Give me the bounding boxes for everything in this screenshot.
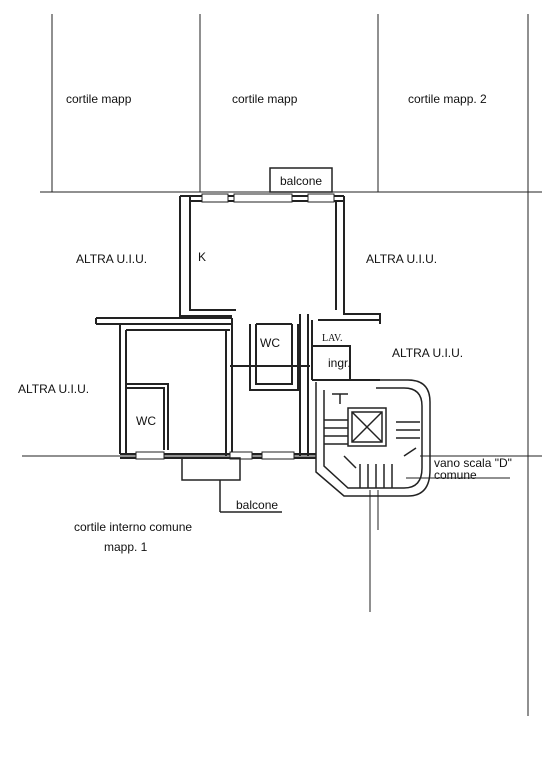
courtyard-mid-label: cortile mapp <box>232 92 298 106</box>
courtyard-left-label: cortile mapp <box>66 92 132 106</box>
balcony-bottom-label: balcone <box>236 498 279 512</box>
entrance-label: ingr. <box>328 356 351 370</box>
other-unit-top-right-label: ALTRA U.I.U. <box>366 252 438 266</box>
kitchen-label: K <box>198 250 207 264</box>
inner-courtyard-label-line1: cortile interno comune <box>74 520 193 534</box>
inner-courtyard-label-line2: mapp. 1 <box>104 540 148 554</box>
apartment-walls <box>95 195 381 459</box>
staircase <box>315 379 431 497</box>
other-unit-top-left-label: ALTRA U.I.U. <box>76 252 148 266</box>
windows <box>135 193 335 460</box>
other-unit-left-label: ALTRA U.I.U. <box>18 382 90 396</box>
balcony-top-label: balcone <box>280 174 323 188</box>
wc-lower-label: WC <box>136 414 156 428</box>
courtyard-right-label: cortile mapp. 2 <box>408 92 487 106</box>
bottom-balcony <box>181 457 282 513</box>
top-balcony <box>269 167 333 193</box>
wc-upper-label: WC <box>260 336 280 350</box>
staircase-label-line1: vano scala "D" <box>434 456 512 470</box>
staircase-label-line2: comune <box>434 468 477 482</box>
other-unit-right-label: ALTRA U.I.U. <box>392 346 464 360</box>
laundry-label: LAV. <box>322 333 343 344</box>
